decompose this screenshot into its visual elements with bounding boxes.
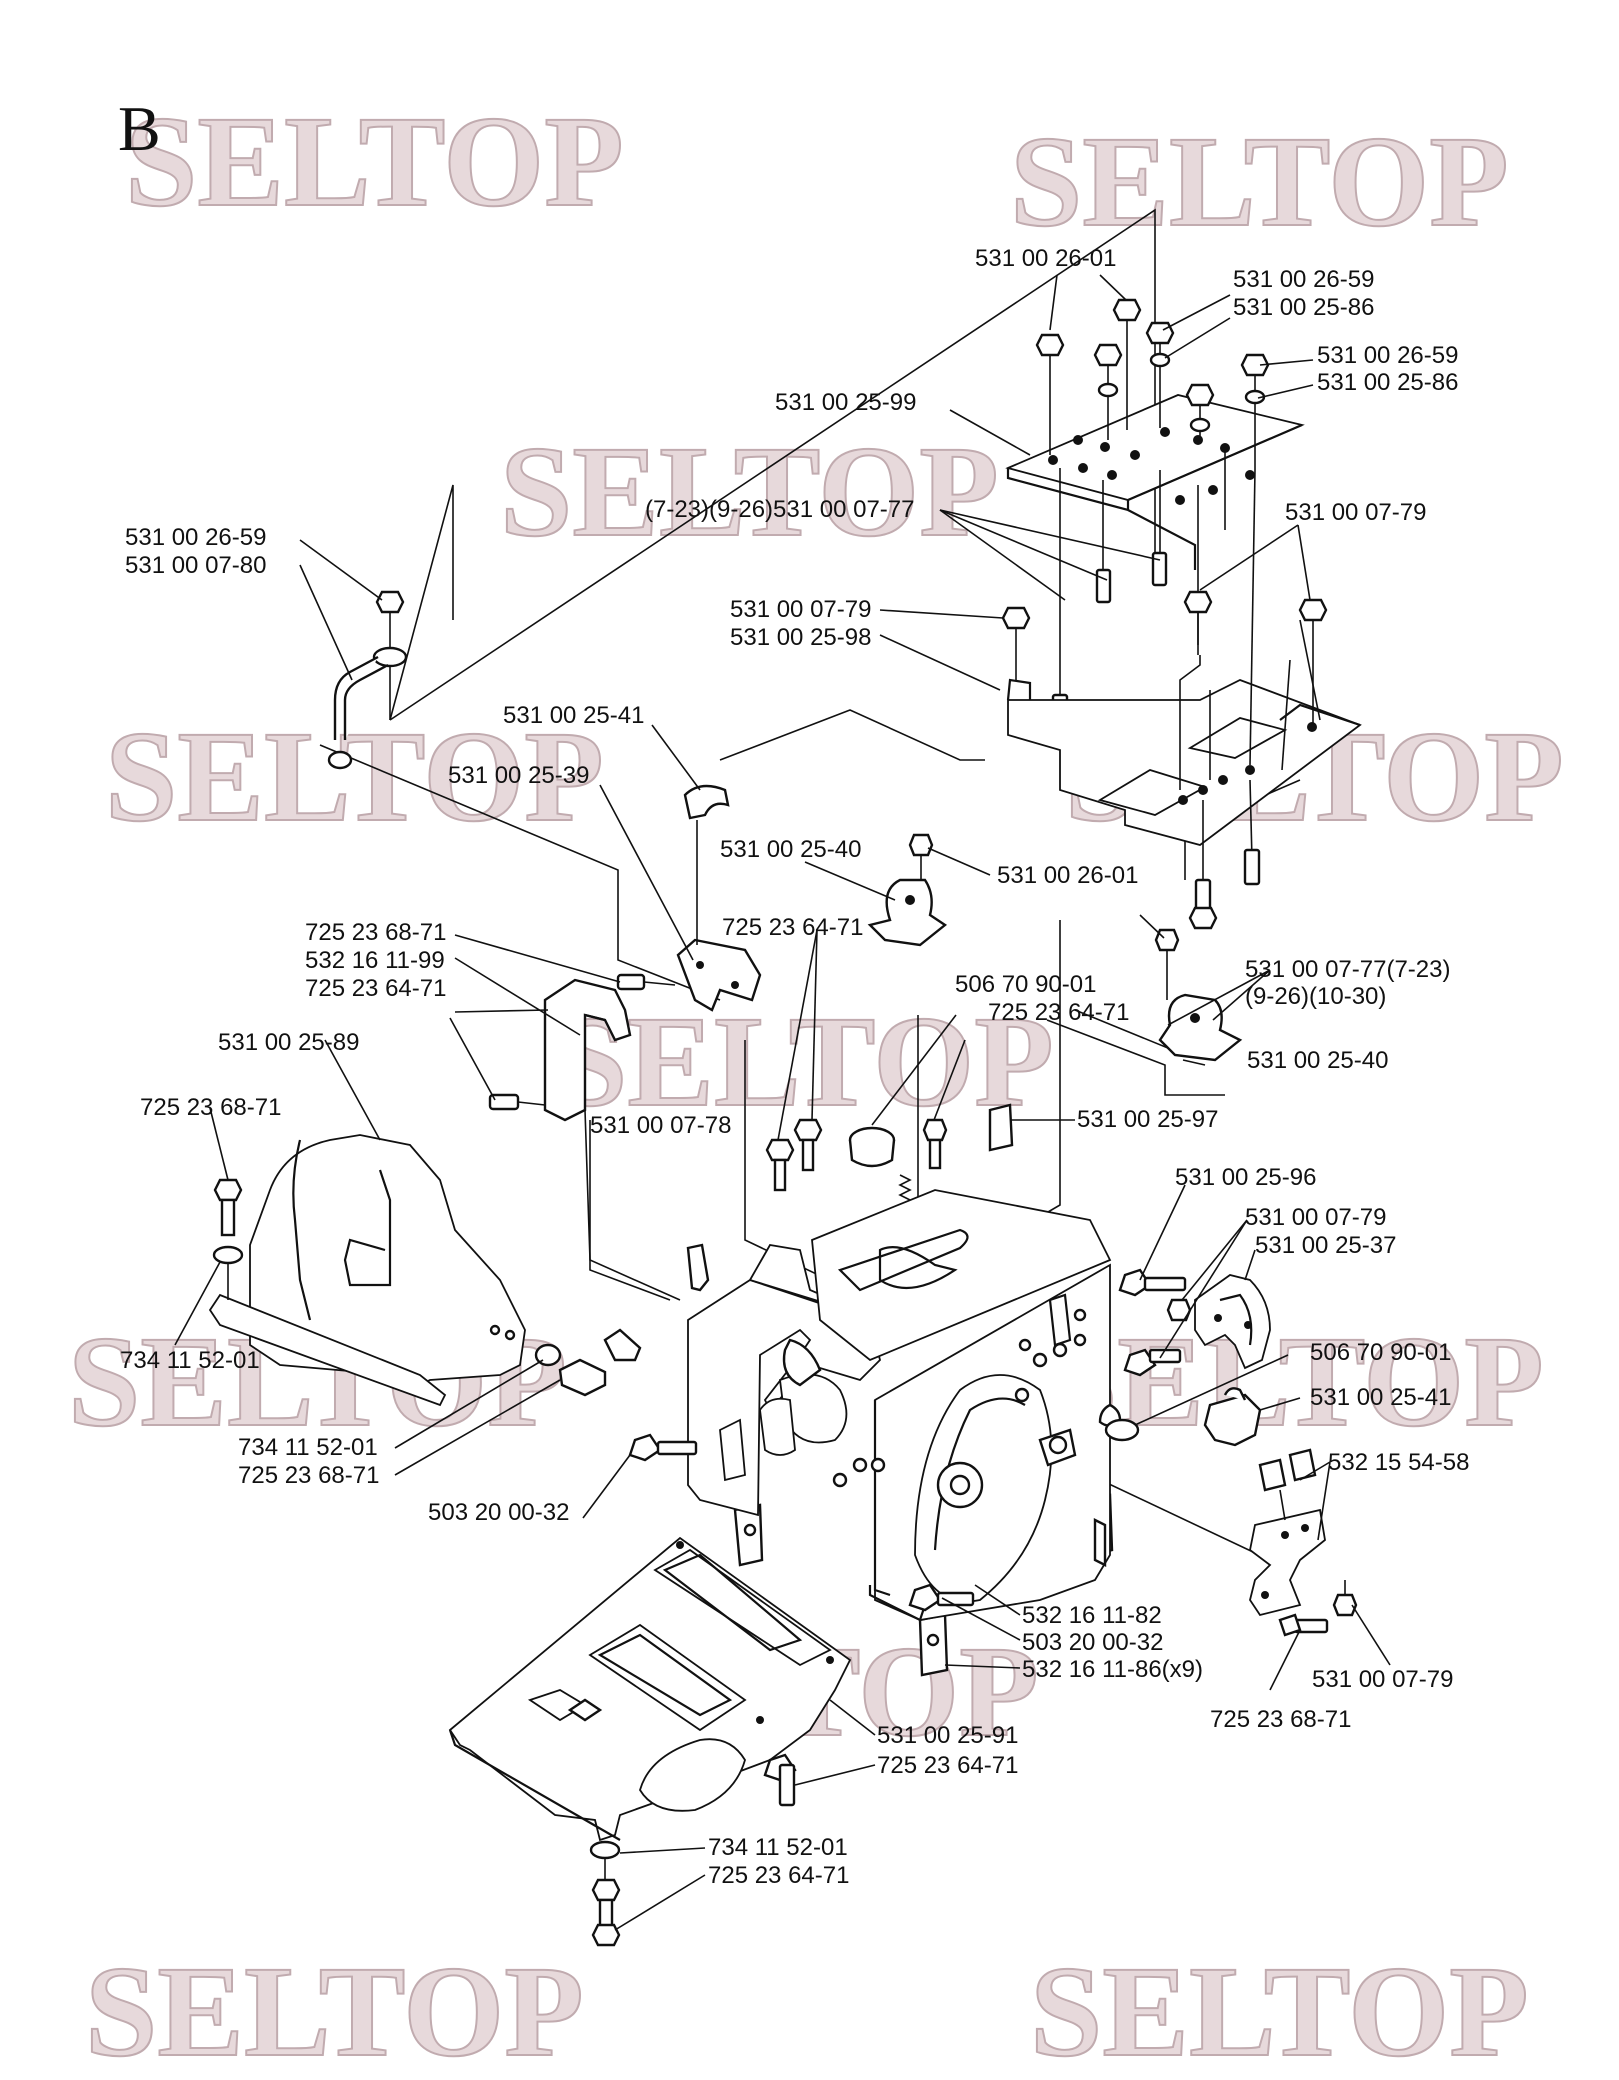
belt-cover bbox=[208, 1134, 526, 1407]
watermark: SELTOP bbox=[85, 1940, 584, 2080]
part-label: 531 00 25-40 bbox=[1247, 1047, 1388, 1074]
bottom-plate-bolts bbox=[589, 1753, 797, 1947]
part-label: 725 23 64-71 bbox=[722, 914, 863, 941]
part-label: 725 23 64-71 bbox=[708, 1862, 849, 1889]
part-label: 531 00 07-79 bbox=[730, 596, 871, 623]
part-label: 531 00 26-59 bbox=[1233, 266, 1374, 293]
part-label: 531 00 25-97 bbox=[1077, 1106, 1218, 1133]
part-labels: 531 00 26-01 531 00 26-59 531 00 25-86 5… bbox=[120, 245, 1469, 1889]
part-label: 531 00 25-89 bbox=[218, 1029, 359, 1056]
side-bracket bbox=[488, 978, 681, 1301]
watermark: SELTOP bbox=[500, 420, 999, 564]
plug-and-mount-right bbox=[1104, 1387, 1262, 1447]
bottom-right-bracket bbox=[1249, 1448, 1358, 1637]
plate-bolts bbox=[1051, 468, 1213, 727]
part-label: 531 00 07-79 bbox=[1285, 499, 1426, 526]
part-label: 532 16 11-82 bbox=[1022, 1602, 1162, 1629]
mid-plate-nuts bbox=[1001, 598, 1328, 930]
part-label: 531 00 26-01 bbox=[975, 245, 1116, 272]
part-label: 531 00 26-59 bbox=[125, 524, 266, 551]
center-bolts bbox=[765, 1118, 1037, 1271]
watermark: SELTOP bbox=[1030, 1940, 1529, 2080]
side-bolt bbox=[628, 1433, 698, 1462]
part-label: 531 00 26-01 bbox=[997, 862, 1138, 889]
part-label: 506 70 90-01 bbox=[1310, 1339, 1451, 1366]
plate-holes bbox=[1048, 427, 1255, 505]
watermark: SELTOP bbox=[1010, 110, 1509, 254]
engine-mount-right bbox=[1154, 928, 1243, 1062]
part-label: 531 00 07-77(7-23) bbox=[1245, 956, 1450, 983]
part-label: 531 00 25-91 bbox=[877, 1722, 1018, 1749]
part-label: 725 23 64-71 bbox=[305, 975, 446, 1002]
part-label: 531 00 26-59 bbox=[1317, 342, 1458, 369]
top-plate-nuts bbox=[1035, 298, 1270, 530]
part-label: 725 23 68-71 bbox=[305, 919, 446, 946]
main-frame bbox=[687, 1189, 1122, 1622]
part-label: 531 00 07-79 bbox=[1312, 1666, 1453, 1693]
lower-bolts bbox=[908, 1518, 1107, 1612]
top-plate bbox=[1005, 394, 1305, 570]
part-label: 531 00 25-98 bbox=[730, 624, 871, 651]
part-label: 531 00 25-99 bbox=[775, 389, 916, 416]
part-label: 531 00 25-41 bbox=[503, 702, 644, 729]
watermark: SELTOP bbox=[555, 990, 1054, 1134]
mid-plate bbox=[1006, 469, 1362, 846]
hook-bracket bbox=[327, 590, 408, 770]
part-label: 532 16 11-86(x9) bbox=[1022, 1656, 1203, 1683]
part-label: 531 00 25-86 bbox=[1233, 294, 1374, 321]
part-label: 734 11 52-01 bbox=[708, 1834, 848, 1861]
engine-mount-left bbox=[867, 833, 948, 947]
part-label: 532 16 11-99 bbox=[305, 947, 445, 974]
part-label: 532 15 54-58 bbox=[1328, 1449, 1469, 1476]
part-label: 531 00 07-80 bbox=[125, 552, 266, 579]
part-label: 725 23 64-71 bbox=[877, 1752, 1018, 1779]
part-label: 725 23 68-71 bbox=[238, 1462, 379, 1489]
section-letter: B bbox=[118, 93, 161, 164]
cover-bolt-left bbox=[212, 1178, 244, 1300]
watermark: SELTOP bbox=[105, 705, 604, 849]
part-label: 531 00 25-96 bbox=[1175, 1164, 1316, 1191]
part-label: 531 00 25-86 bbox=[1317, 369, 1458, 396]
part-label: 531 00 07-78 bbox=[590, 1112, 731, 1139]
part-label: 531 00 25-37 bbox=[1255, 1232, 1396, 1259]
bottom-plate bbox=[448, 1536, 852, 1842]
upper-bracket bbox=[616, 784, 762, 1012]
leader-lines bbox=[174, 274, 1391, 1931]
part-label: 531 00 25-41 bbox=[1310, 1384, 1451, 1411]
part-label: 734 11 52-01 bbox=[120, 1347, 260, 1374]
part-label: 531 00 25-39 bbox=[448, 762, 589, 789]
part-label: 503 20 00-32 bbox=[428, 1499, 569, 1526]
watermark: SELTOP bbox=[125, 90, 624, 234]
part-label: 734 11 52-01 bbox=[238, 1434, 378, 1461]
part-label: 506 70 90-01 bbox=[955, 971, 1096, 998]
mid-plate-holes bbox=[1178, 722, 1317, 805]
part-label: (9-26)(10-30) bbox=[1245, 983, 1386, 1010]
part-label: 531 00 07-79 bbox=[1245, 1204, 1386, 1231]
part-label: 725 23 64-71 bbox=[988, 999, 1129, 1026]
part-label: 725 23 68-71 bbox=[1210, 1706, 1351, 1733]
part-label: (7-23)(9-26)531 00 07-77 bbox=[645, 496, 915, 523]
assembly-drawing bbox=[208, 208, 1362, 1947]
part-label: 503 20 00-32 bbox=[1022, 1629, 1163, 1656]
part-label: 531 00 25-40 bbox=[720, 836, 861, 863]
watermark-layer: SELTOP SELTOP SELTOP SELTOP SELTOP SELTO… bbox=[67, 89, 1565, 2080]
part-label: 725 23 68-71 bbox=[140, 1094, 281, 1121]
